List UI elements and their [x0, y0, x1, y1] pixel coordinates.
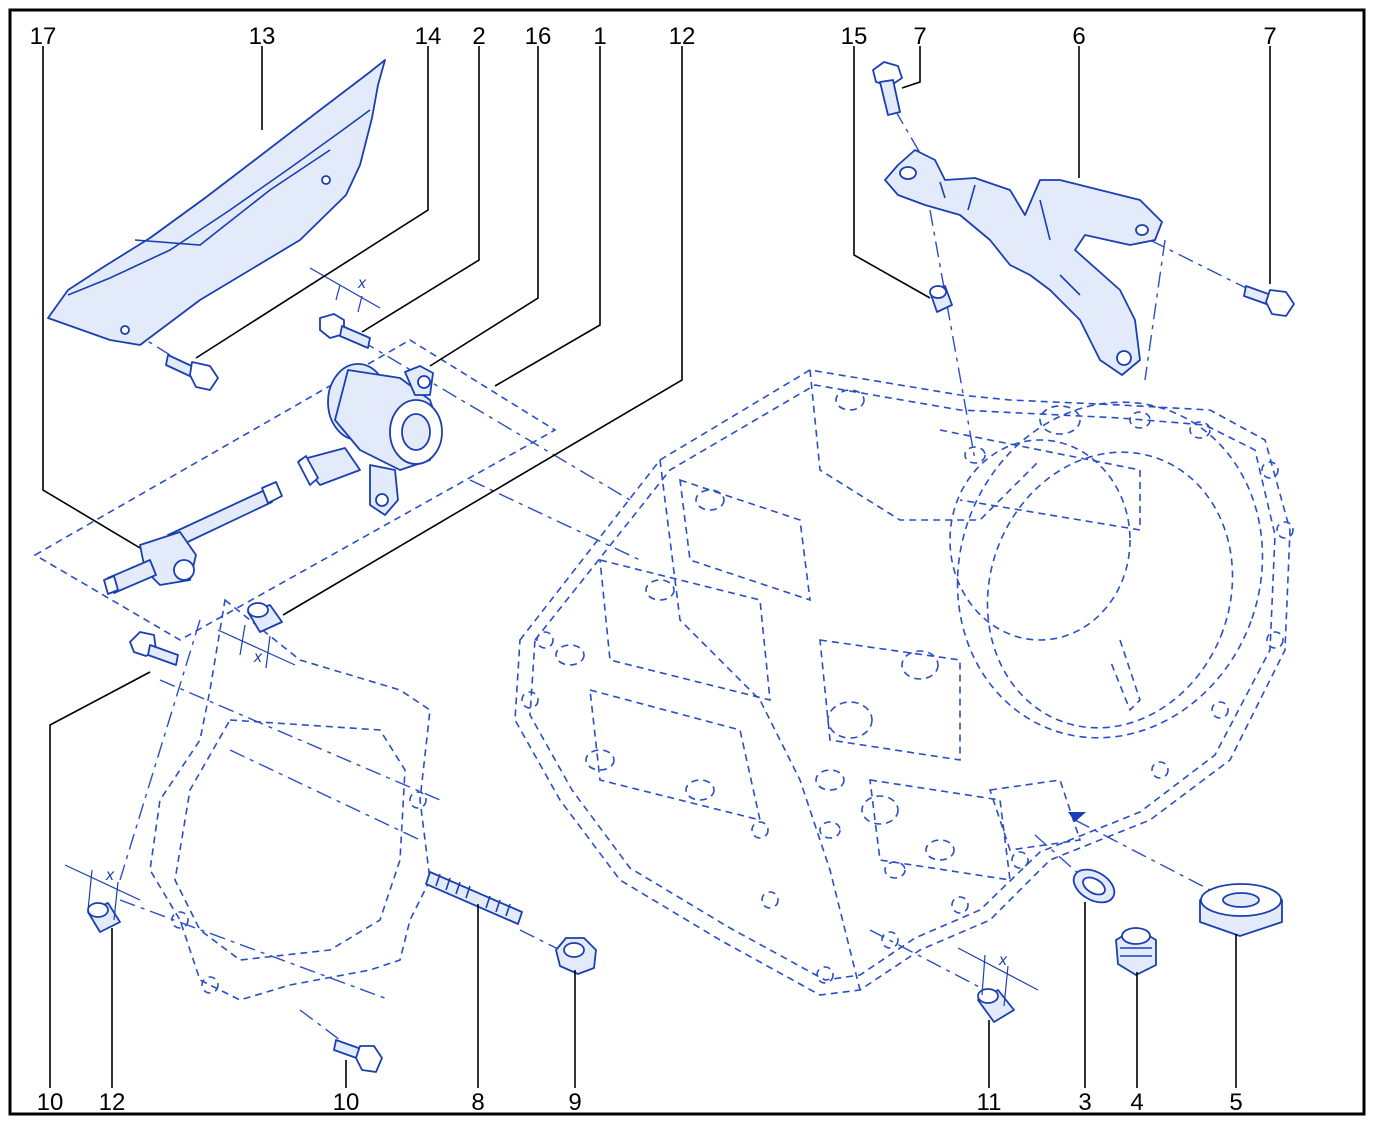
svg-text:x: x: [357, 275, 367, 292]
diagram-border: [8, 8, 1366, 1116]
callout-5: 5: [1229, 1089, 1242, 1116]
callouts-top: 17 13 14 2 16 1 12 15 7 6 7: [30, 23, 1277, 50]
svg-text:x: x: [253, 649, 263, 666]
part-5-ring: [1199, 883, 1283, 937]
part-12-dowel-lower: [87, 902, 121, 933]
callout-14: 14: [415, 23, 442, 50]
callout-7-left: 7: [913, 23, 926, 50]
part-12-dowel-upper: [247, 602, 283, 633]
svg-text:x: x: [105, 867, 115, 884]
part-17-hydraulic-pipe: [103, 481, 283, 595]
part-14-bolt: [165, 354, 219, 391]
gearbox-housing: [514, 369, 1294, 996]
part-6-bracket: [884, 149, 1163, 376]
part-13-cover-plate: [47, 59, 386, 346]
part-8-stud: [425, 871, 523, 925]
part-10-bolt-upper: [129, 631, 179, 666]
callout-12-bottom: 12: [99, 1089, 126, 1116]
leader-lines: [42, 46, 1271, 1088]
part-11-dowel: [977, 988, 1015, 1023]
callout-1: 1: [593, 23, 606, 50]
part-1-slave-cylinder: [297, 363, 443, 516]
dimension-x-lower: x: [64, 864, 141, 921]
callout-15: 15: [841, 23, 868, 50]
part-2-bolt: [319, 313, 371, 349]
svg-text:x: x: [998, 952, 1008, 969]
part-15-sleeve: [929, 285, 953, 313]
part-7-bolt-upper: [872, 61, 903, 116]
callout-6: 6: [1072, 23, 1085, 50]
callout-4: 4: [1130, 1089, 1143, 1116]
callout-13: 13: [249, 23, 276, 50]
callout-17: 17: [30, 23, 57, 50]
callout-10-left: 10: [37, 1089, 64, 1116]
part-10-bolt-lower: [333, 1039, 383, 1073]
dimension-x-mid: x: [217, 624, 296, 669]
callout-10-right: 10: [333, 1089, 360, 1116]
callout-9: 9: [568, 1089, 581, 1116]
assembly-guides: [33, 109, 1251, 1041]
part-3-washer: [1072, 868, 1116, 904]
part-7-bolt-right: [1243, 285, 1295, 317]
callout-3: 3: [1078, 1089, 1091, 1116]
callout-11: 11: [977, 1089, 1002, 1116]
callouts-bottom: 10 12 10 8 9 11 3 4 5: [37, 1089, 1243, 1116]
part-9-nut: [555, 937, 597, 975]
dimension-x-right: x: [957, 947, 1039, 1007]
callout-12-top: 12: [669, 23, 696, 50]
front-cover-outline: [149, 598, 431, 1001]
part-4-plug: [1115, 927, 1157, 976]
dimension-x-upper: x: [309, 267, 381, 313]
callout-2: 2: [472, 23, 485, 50]
callout-7-right: 7: [1263, 23, 1276, 50]
callout-16: 16: [525, 23, 552, 50]
callout-8: 8: [471, 1089, 484, 1116]
